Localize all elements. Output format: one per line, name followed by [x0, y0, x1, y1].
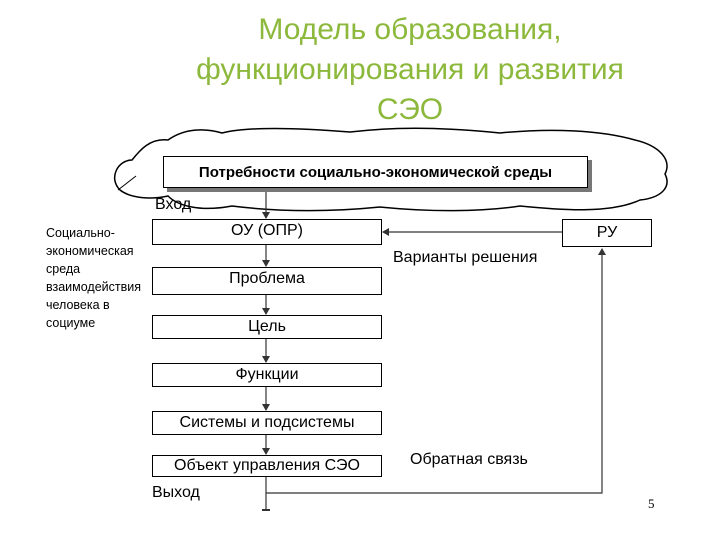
problem-box: Проблема	[152, 267, 382, 295]
needs-box: Потребности социально-экономической сред…	[163, 156, 588, 188]
variants-label: Варианты решения	[393, 249, 538, 266]
environment-cloud-outline	[114, 127, 668, 212]
output-label: Выход	[152, 484, 200, 501]
side-note: Социально- экономическая среда взаимодей…	[46, 224, 154, 332]
title-line-3: СЭО	[376, 93, 444, 126]
ou-box: ОУ (ОПР)	[152, 219, 382, 245]
side-note-line-4: взаимодействия	[46, 280, 142, 294]
side-note-line-1: Социально-	[46, 226, 115, 240]
ru-box: РУ	[562, 219, 652, 247]
side-note-line-3: среда	[46, 262, 81, 276]
object-box: Объект управления СЭО	[152, 455, 382, 477]
goal-box: Цель	[152, 315, 382, 339]
page-number: 5	[648, 496, 655, 511]
slide-title: Модель образования, функционирования и р…	[140, 10, 680, 130]
side-note-line-5: человека в	[46, 298, 110, 312]
feedback-line	[266, 248, 606, 494]
functions-box: Функции	[152, 363, 382, 387]
side-note-line-2: экономическая	[46, 244, 134, 258]
systems-box: Системы и подсистемы	[152, 411, 382, 435]
input-label: Вход	[155, 196, 192, 213]
title-line-2: функционирования и развития	[196, 53, 624, 86]
side-note-pointer	[117, 175, 137, 191]
side-note-line-6: социуме	[46, 316, 96, 330]
title-line-1: Модель образования,	[258, 13, 562, 46]
feedback-label: Обратная связь	[410, 451, 528, 468]
